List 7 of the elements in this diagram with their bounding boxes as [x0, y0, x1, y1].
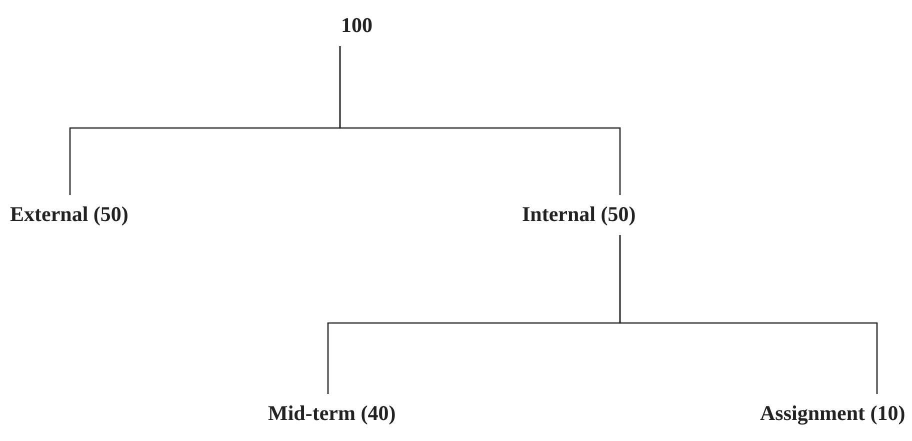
tree-node-label: 100 [341, 12, 372, 38]
tree-node-label: Internal (50) [522, 201, 636, 227]
tree-node-label: Assignment (10) [760, 400, 906, 426]
tree-node-label: External (50) [10, 201, 128, 227]
tree-node-label: Mid-term (40) [268, 400, 396, 426]
tree-connector-line [619, 235, 878, 394]
tree-connector-line [339, 46, 621, 195]
